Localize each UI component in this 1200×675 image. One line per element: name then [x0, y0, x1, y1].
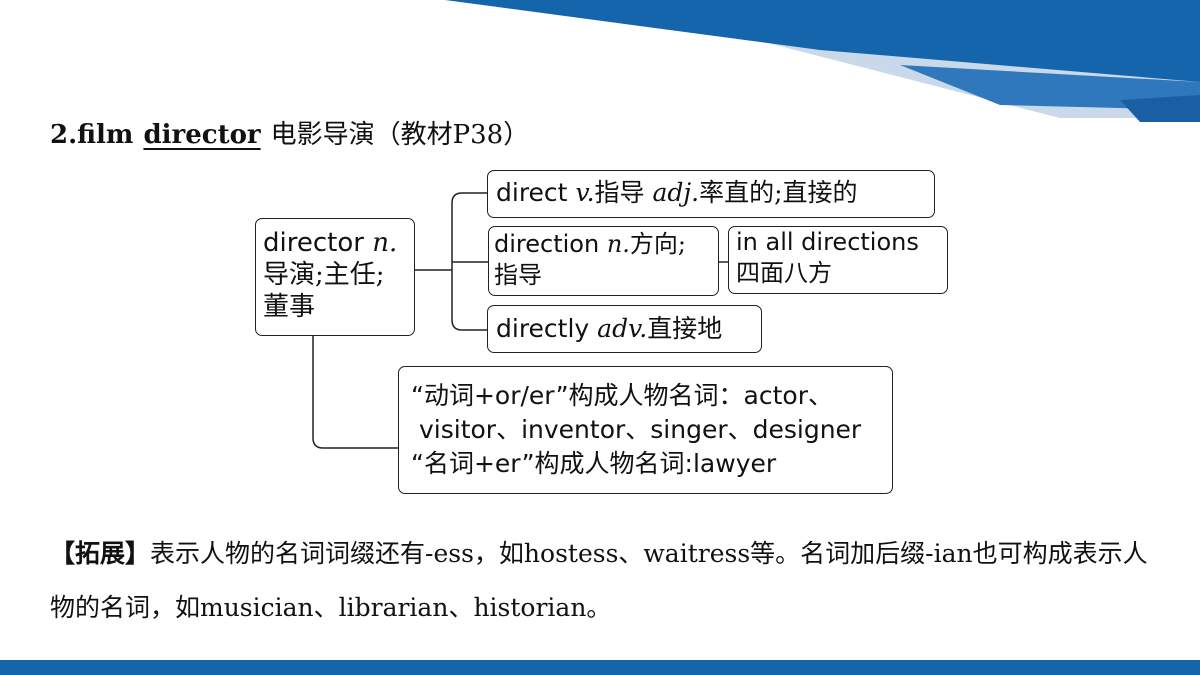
root-pos: n.: [372, 228, 398, 258]
heading-meaning: 电影导演（教材P38）: [270, 120, 530, 150]
directly-box: directly adv.直接地: [487, 305, 762, 353]
direct-pos-v: v.: [575, 178, 595, 207]
header-decoration: [445, 0, 1200, 122]
direction-meaning-1: 方向;: [629, 230, 687, 258]
suffix-box: “动词+or/er”构成人物名词：actor、 visitor、inventor…: [398, 366, 893, 494]
directly-word: directly: [496, 314, 590, 343]
connector-suffix: [312, 336, 398, 449]
page-heading: 2.film director 电影导演（教材P38）: [50, 118, 529, 152]
heading-number: 2.film: [50, 120, 134, 150]
heading-word: director: [143, 120, 261, 150]
suffix-line-1: “动词+or/er”构成人物名词：actor、: [411, 381, 833, 410]
directly-meaning: 直接地: [647, 314, 723, 343]
phrase-box: in all directions 四面八方: [728, 226, 948, 294]
extension-text: 表示人物的名词词缀还有-ess，如hostess、waitress等。名词加后缀…: [50, 539, 1148, 622]
root-word: director: [263, 228, 364, 258]
directly-pos: adv.: [597, 314, 648, 343]
root-box: director n. 导演;主任; 董事: [255, 218, 415, 336]
header-band-mid: [900, 65, 1200, 110]
direct-pos-adj: adj.: [652, 178, 700, 207]
phrase-text: in all directions: [736, 228, 919, 256]
direction-pos: n.: [606, 230, 630, 258]
header-band-accent: [1120, 95, 1200, 122]
root-meaning-1: 导演;主任;: [263, 260, 385, 290]
direct-box: direct v.指导 adj.率直的;直接的: [487, 170, 935, 218]
direction-box: direction n.方向; 指导: [488, 226, 719, 296]
direct-word: direct: [496, 178, 568, 207]
direction-word: direction: [494, 230, 600, 258]
extension-label: 【拓展】: [50, 539, 151, 568]
header-band-dark: [445, 0, 1200, 82]
footer-bar: [0, 660, 1200, 675]
extension-paragraph: 【拓展】表示人物的名词词缀还有-ess，如hostess、waitress等。名…: [50, 527, 1160, 635]
root-meaning-2: 董事: [263, 292, 316, 322]
direction-meaning-2: 指导: [494, 261, 542, 289]
suffix-line-2: visitor、inventor、singer、designer: [419, 415, 862, 444]
direct-meaning-v: 指导: [594, 178, 645, 207]
direct-meaning-adj: 率直的;直接的: [699, 178, 858, 207]
suffix-line-3: “名词+er”构成人物名词:lawyer: [411, 449, 777, 478]
phrase-meaning: 四面八方: [736, 259, 832, 287]
